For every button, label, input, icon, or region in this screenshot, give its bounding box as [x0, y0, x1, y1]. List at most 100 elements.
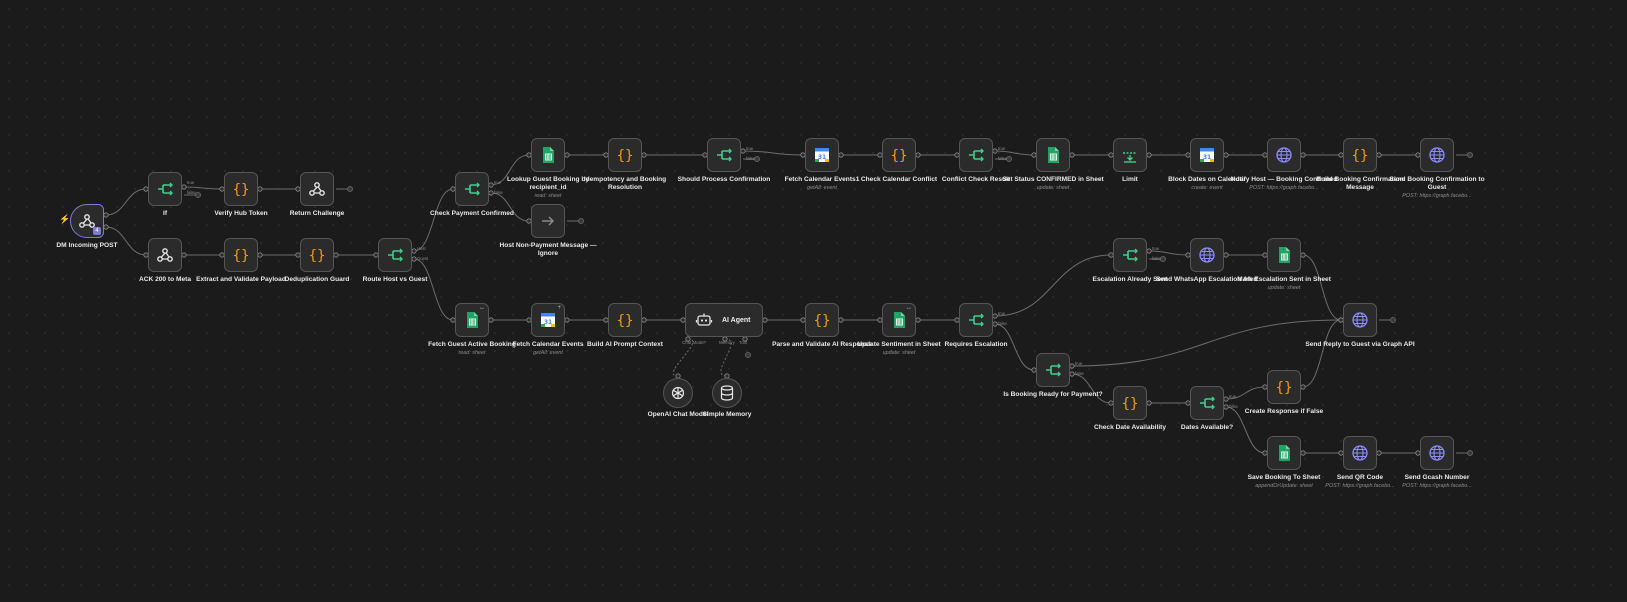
connection-handle — [181, 252, 187, 258]
node-fgab[interactable]: ↔ — [455, 303, 489, 337]
connection-handle — [1376, 450, 1382, 456]
node-spc[interactable] — [707, 138, 741, 172]
node-re[interactable] — [959, 303, 993, 337]
node-ibrp[interactable] — [1036, 353, 1070, 387]
node-title: Fetch Guest Active Booking — [428, 341, 516, 348]
node-bbc[interactable]: {} — [1343, 138, 1377, 172]
node-da[interactable] — [1190, 386, 1224, 420]
node-title: Mark Escalation Sent in Sheet — [1237, 276, 1331, 283]
node-swea[interactable] — [1190, 238, 1224, 272]
node-title: If — [162, 210, 168, 217]
node-fce1[interactable]: 31 — [805, 138, 839, 172]
node-sqr[interactable] — [1343, 436, 1377, 470]
node-usis[interactable]: ↔ — [882, 303, 916, 337]
if-icon — [1043, 360, 1063, 380]
node-rhg[interactable] — [378, 238, 412, 272]
node-title: Fetch Calendar Events1 — [784, 176, 860, 183]
node-title: Check Calendar Conflict — [860, 176, 938, 183]
node-crf[interactable]: {} — [1267, 370, 1301, 404]
openai-icon — [668, 383, 688, 403]
node-cda[interactable]: {} — [1113, 386, 1147, 420]
node-oai[interactable] — [663, 378, 693, 408]
node-mesis[interactable] — [1267, 238, 1301, 272]
node-lgb[interactable] — [531, 138, 565, 172]
port-label-false: false — [998, 321, 1008, 326]
node-label: Deduplication Guard — [262, 276, 372, 284]
node-subtitle: create: event — [1191, 184, 1223, 191]
port-label-true: true — [1152, 246, 1160, 251]
node-sbts[interactable] — [1267, 436, 1301, 470]
node-label: Route Host vs Guest — [340, 276, 450, 284]
node-fce[interactable]: 31+ — [531, 303, 565, 337]
node-if1[interactable] — [148, 172, 182, 206]
webhook-icon — [155, 245, 175, 265]
node-bdc[interactable]: 31 — [1190, 138, 1224, 172]
trigger-bolt-icon: ⚡ — [59, 214, 71, 224]
node-eas[interactable] — [1113, 238, 1147, 272]
node-sgn[interactable] — [1420, 436, 1454, 470]
connection-line — [1302, 319, 1342, 388]
node-mem[interactable] — [712, 378, 742, 408]
ai-agent-title: AI Agent — [722, 316, 751, 324]
sheets-icon — [538, 145, 558, 165]
webhook-icon — [77, 211, 97, 231]
globe-icon — [1350, 443, 1370, 463]
port-label-false: false — [187, 190, 197, 195]
connection-handle — [1146, 152, 1152, 158]
subnode-label: Simple Memory — [702, 411, 752, 418]
node-label: Parse and Validate AI Response — [767, 341, 877, 349]
port-label-false: false — [1075, 371, 1085, 376]
connection-line — [1071, 319, 1342, 367]
node-title: Save Booking To Sheet — [1247, 474, 1321, 481]
node-vht[interactable]: {} — [224, 172, 258, 206]
node-title: Conflict Check Result — [941, 176, 1011, 183]
node-badge: 4 — [93, 227, 101, 235]
node-subtitle: POST: https://graph.facebo... — [1402, 482, 1472, 489]
node-dg[interactable]: {} — [300, 238, 334, 272]
add-node-plus-icon — [754, 156, 760, 162]
connection-handle — [333, 252, 339, 258]
connection-handle — [1300, 252, 1306, 258]
node-ack[interactable] — [148, 238, 182, 272]
node-rc[interactable] — [300, 172, 334, 206]
node-title: Send QR Code — [1336, 474, 1384, 481]
connection-line — [105, 226, 147, 256]
node-label: Dates Available? — [1152, 424, 1262, 432]
node-hnp[interactable] — [531, 204, 565, 238]
node-label: Requires Escalation — [921, 341, 1031, 349]
node-pvar[interactable]: {} — [805, 303, 839, 337]
connection-handle — [103, 224, 109, 230]
node-bapc[interactable]: {} — [608, 303, 642, 337]
node-sbc[interactable] — [1420, 138, 1454, 172]
node-label: Should Process Confirmation — [669, 176, 779, 184]
node-dm[interactable]: 4 — [70, 204, 104, 238]
node-title: ACK 200 to Meta — [138, 276, 192, 283]
webhook-icon — [307, 179, 327, 199]
node-srg[interactable] — [1343, 303, 1377, 337]
if-icon — [385, 245, 405, 265]
agent-port-label: Memory — [719, 340, 735, 345]
node-subtitle: read: sheet — [458, 349, 486, 356]
node-cpc[interactable] — [455, 172, 489, 206]
connection-handle — [1223, 396, 1229, 402]
node-evp[interactable]: {} — [224, 238, 258, 272]
node-status-icon: ↔ — [906, 305, 912, 311]
node-lim[interactable] — [1113, 138, 1147, 172]
node-ssc[interactable] — [1036, 138, 1070, 172]
node-nhb[interactable] — [1267, 138, 1301, 172]
code-icon: {} — [307, 245, 327, 265]
calendar-icon: 31 — [1197, 145, 1217, 165]
svg-text:31: 31 — [818, 154, 826, 161]
node-ai-agent[interactable]: AI Agent — [685, 303, 763, 337]
node-subtitle: read: sheet — [534, 192, 562, 199]
node-label: Send WhatsApp Escalation Alert — [1152, 276, 1262, 284]
node-ccc[interactable]: {} — [882, 138, 916, 172]
node-title: Should Process Confirmation — [677, 176, 771, 183]
node-ibr[interactable]: {} — [608, 138, 642, 172]
node-ccr[interactable] — [959, 138, 993, 172]
globe-icon — [1427, 443, 1447, 463]
